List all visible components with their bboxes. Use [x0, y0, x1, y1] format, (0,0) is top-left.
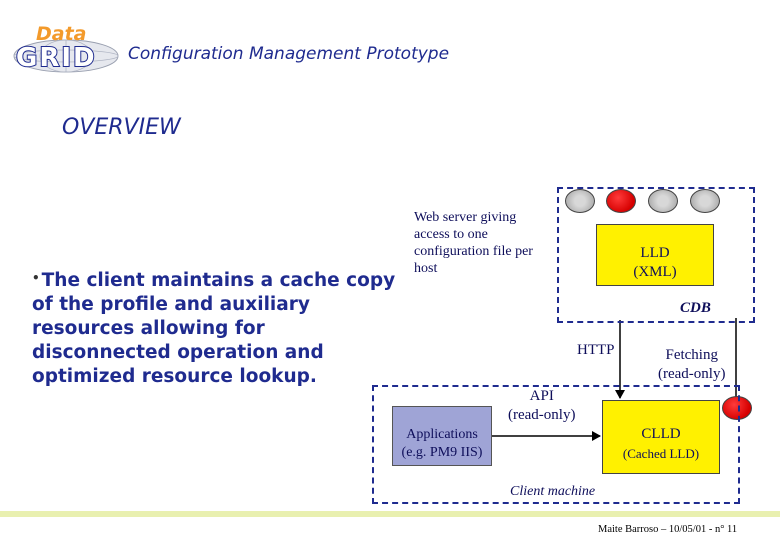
fetching-label-line2: (read-only): [658, 366, 726, 382]
server-node-icon: [565, 189, 595, 213]
section-title: OVERVIEW: [62, 115, 181, 140]
server-node-icon: [648, 189, 678, 213]
applications-label: Applications (e.g. PM9 IIS): [388, 426, 496, 462]
applications-box: [392, 406, 492, 466]
lld-label: LLD (XML): [596, 244, 714, 282]
page-title: Configuration Management Prototype: [128, 44, 450, 64]
web-server-note: Web server giving access to one configur…: [414, 210, 533, 276]
client-machine-container: [372, 385, 740, 504]
fetching-label-line1: Fetching: [665, 347, 718, 363]
lld-store: [596, 224, 714, 286]
clld-label-line2: (Cached LLD): [622, 446, 700, 461]
datagrid-logo: Data GRID: [10, 18, 122, 74]
clld-label: CLLD (Cached LLD): [602, 424, 720, 464]
lld-label-line1: LLD: [640, 245, 670, 261]
bullet-text-block: •The client maintains a cache copy of th…: [32, 266, 407, 389]
arrow-apps-to-clld-head: [592, 431, 601, 441]
applications-label-line1: Applications: [406, 427, 478, 442]
http-label: HTTP: [577, 342, 615, 358]
clld-label-line1: CLLD: [641, 426, 681, 442]
server-node-active-icon: [606, 189, 636, 213]
logo-word-grid: GRID: [16, 43, 97, 73]
arrow-cdb-to-client-head: [615, 390, 625, 399]
client-machine-label: Client machine: [510, 484, 596, 499]
logo-word-data: Data: [36, 23, 87, 45]
footer-credit: Maite Barroso – 10/05/01 - n° 11: [598, 524, 738, 535]
fetching-label: Fetching (read-only): [658, 346, 725, 384]
bullet-text: The client maintains a cache copy of the…: [32, 270, 396, 387]
cdb-container: [557, 187, 755, 323]
bullet-marker: •: [32, 271, 40, 285]
applications-label-line2: (e.g. PM9 IIS): [401, 445, 483, 460]
api-label: API (read-only): [508, 387, 575, 425]
api-label-line2: (read-only): [508, 407, 576, 423]
api-label-line1: API: [529, 388, 554, 404]
server-node-icon: [690, 189, 720, 213]
client-node-active-icon: [722, 396, 752, 420]
clld-store: [602, 400, 720, 474]
cdb-label: CDB: [680, 300, 711, 316]
lld-label-line2: (XML): [633, 264, 677, 280]
